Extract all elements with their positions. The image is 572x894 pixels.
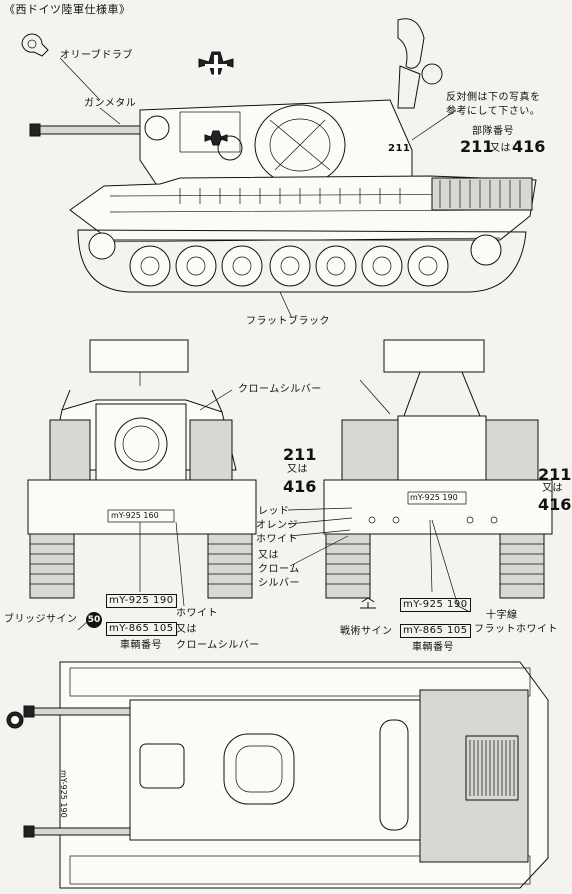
side-road-wheels (88, 232, 502, 287)
rear-vehicle-number-label: 車輌番号 (412, 642, 454, 653)
flat-black-label: フラットブラック (246, 316, 330, 327)
plan-view (6, 661, 549, 889)
bridge-sign-number-badge: 50 (86, 612, 102, 628)
front-plate-a: mY-925 190 (106, 594, 177, 608)
rear-plate-a: mY-925 190 (400, 598, 471, 612)
front-white-label: ホワイト (176, 608, 218, 619)
side-track (77, 229, 527, 293)
rear-unit-or: 又は (542, 483, 563, 494)
plan-hull-plate: mY-925 190 (59, 770, 68, 818)
reference-note-line-1: 反対側は下の写真を (446, 92, 541, 103)
chrome-silver-label: クロームシルバー (238, 384, 322, 395)
chrome-label: クローム (258, 564, 300, 575)
tactical-sign-label: 戦術サイン (340, 626, 393, 637)
or-label-1: 又は (258, 550, 279, 561)
orange-label: オレンジ (256, 520, 298, 531)
front-view (27, 339, 257, 631)
unit-number-b: 416 (512, 137, 546, 156)
page-title: 《西ドイツ陸軍仕様車》 (4, 3, 131, 16)
bridge-sign-label: ブリッジサイン (4, 614, 78, 625)
unit-number-title: 部隊番号 (472, 126, 514, 137)
front-chrome-silver-label: クロームシルバー (176, 640, 260, 651)
plan-bridge-sign-icon (6, 711, 24, 729)
gunmetal-label: ガンメタル (84, 98, 137, 109)
unit-number-or: 又は (490, 143, 511, 154)
rear-plate-b: mY-865 105 (400, 624, 471, 638)
rear-hull-plate: mY-925 190 (410, 493, 458, 502)
turret-unit-number: 211 (388, 143, 411, 154)
olive-drab-label: オリーブドラブ (60, 50, 133, 61)
rear-unit-416: 416 (538, 495, 572, 514)
cross-line-label: 十字線 (486, 610, 518, 621)
turret-cross-icon (204, 130, 228, 146)
front-or-label: 又は (176, 624, 197, 635)
reference-note-line-2: 参考にして下さい。 (446, 106, 541, 117)
iron-cross-icon (198, 51, 234, 77)
unit-number-a: 211 (460, 137, 494, 156)
silver-label: シルバー (258, 578, 300, 589)
tactical-sign-icon (360, 597, 376, 609)
front-unit-416: 416 (283, 477, 317, 496)
front-vehicle-number-label: 車輌番号 (120, 640, 162, 651)
rear-view (287, 339, 553, 613)
side-view (21, 18, 537, 319)
red-label: レッド (258, 506, 290, 517)
front-unit-211: 211 (283, 445, 317, 464)
front-hull-plate: mY-925 160 (111, 511, 159, 520)
rear-radar-panel (383, 339, 485, 373)
front-radar-panel (89, 339, 189, 373)
rear-unit-211: 211 (538, 465, 572, 484)
front-unit-or: 又は (287, 464, 308, 475)
olive-drab-key-icon (21, 33, 49, 57)
white-label: ホワイト (256, 534, 298, 545)
front-plate-b: mY-865 105 (106, 622, 177, 636)
flat-white-label: フラットホワイト (474, 624, 558, 635)
